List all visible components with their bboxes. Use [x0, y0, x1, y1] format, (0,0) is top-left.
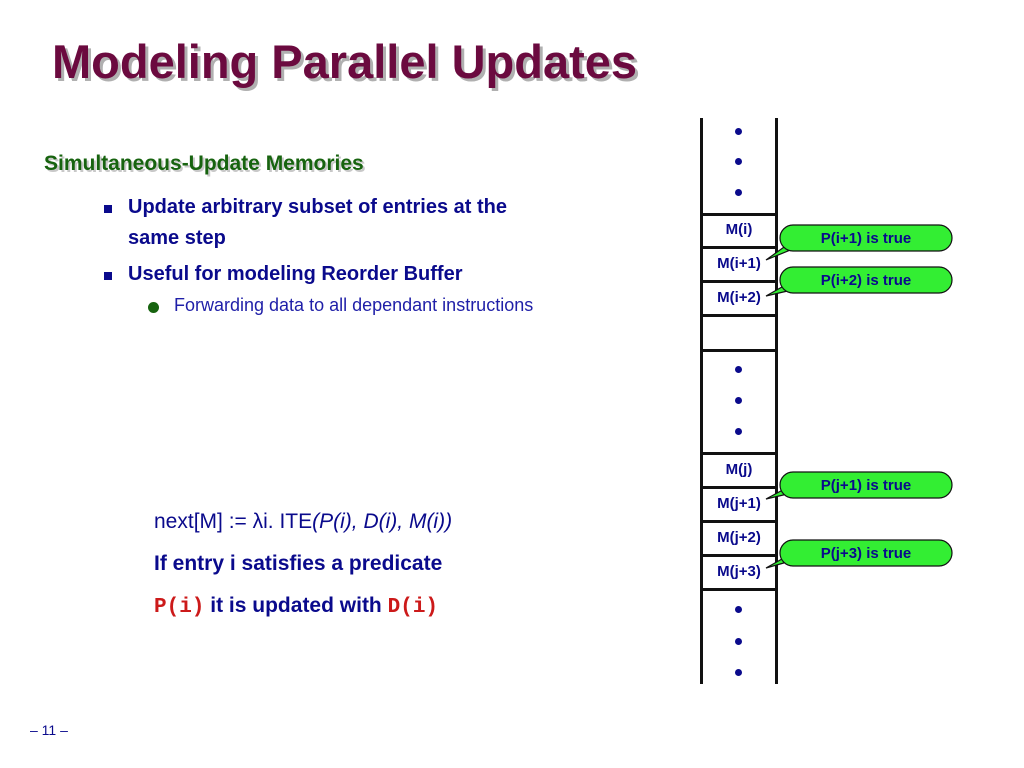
ellipsis-dot	[735, 397, 742, 404]
memory-cell-label: M(j)	[725, 461, 753, 478]
memory-cell-label: M(i+2)	[717, 289, 761, 306]
bullet-item: Useful for modeling Reorder Buffer	[128, 259, 462, 290]
memory-cell-label: M(j+1)	[717, 495, 761, 512]
ellipsis-dot	[735, 638, 742, 645]
update-line: P(i) it is updated with D(i)	[154, 594, 438, 619]
update-text: it is updated with	[210, 594, 382, 617]
formula-lhs: next[M] :=	[154, 510, 253, 533]
cell-divider	[700, 213, 778, 216]
callout-text: P(j+3) is true	[821, 545, 911, 562]
lambda-symbol: λ	[252, 510, 264, 533]
predicate-line: If entry i satisfies a predicate	[154, 552, 443, 575]
memory-cell-label: M(i+1)	[717, 255, 761, 272]
memory-left-border	[700, 118, 703, 684]
page-number: – 11 –	[30, 722, 68, 738]
callout-text: P(i+2) is true	[821, 272, 911, 289]
bullet-text-line: same step	[128, 227, 226, 249]
ellipsis-dot	[735, 366, 742, 373]
ellipsis-dot	[735, 606, 742, 613]
callout-p-j3: P(j+3) is true	[765, 539, 953, 569]
cell-divider	[700, 520, 778, 523]
formula-mid: i. ITE	[263, 510, 313, 533]
square-bullet-icon	[104, 205, 112, 213]
formula-line: next[M] := λi. ITE(P(i), D(i), M(i))	[154, 510, 452, 534]
ellipsis-dot	[735, 189, 742, 196]
bullet-text-line: Update arbitrary subset of entries at th…	[128, 196, 507, 218]
callout-bubble	[779, 471, 953, 499]
callout-bubble	[779, 266, 953, 294]
cell-divider	[700, 588, 778, 591]
cell-divider	[700, 486, 778, 489]
ellipsis-dot	[735, 128, 742, 135]
callout-text: P(j+1) is true	[821, 477, 911, 494]
bullet-text-line: Useful for modeling Reorder Buffer	[128, 263, 463, 285]
section-heading: Simultaneous-Update Memories	[44, 152, 364, 175]
cell-divider	[700, 246, 778, 249]
ellipsis-dot	[735, 669, 742, 676]
cell-divider	[700, 554, 778, 557]
ellipsis-dot	[735, 428, 742, 435]
memory-cell-label: M(j+2)	[717, 529, 761, 546]
square-bullet-icon	[104, 272, 112, 280]
memory-cell-label: M(i)	[725, 221, 753, 238]
data-code: D(i)	[387, 596, 439, 619]
callout-bubble	[779, 224, 953, 252]
formula-args: (P(i), D(i), M(i))	[312, 510, 453, 533]
callout-text: P(i+1) is true	[821, 230, 911, 247]
cell-divider	[700, 452, 778, 455]
cell-divider	[700, 314, 778, 317]
slide-title: Modeling Parallel Updates	[52, 35, 638, 88]
callout-p-i2: P(i+2) is true	[765, 266, 953, 297]
callout-bubble	[779, 539, 953, 567]
sub-bullet-text: Forwarding data to all dependant instruc…	[174, 295, 534, 315]
predicate-code: P(i)	[154, 596, 205, 619]
bullet-item: Update arbitrary subset of entries at th…	[128, 192, 507, 254]
cell-divider	[700, 349, 778, 352]
callout-p-j1: P(j+1) is true	[765, 471, 953, 500]
callout-p-i1: P(i+1) is true	[765, 224, 953, 261]
memory-cell-label: M(j+3)	[717, 563, 761, 580]
cell-divider	[700, 280, 778, 283]
memory-right-border	[775, 118, 778, 684]
round-bullet-icon	[148, 302, 159, 313]
ellipsis-dot	[735, 158, 742, 165]
